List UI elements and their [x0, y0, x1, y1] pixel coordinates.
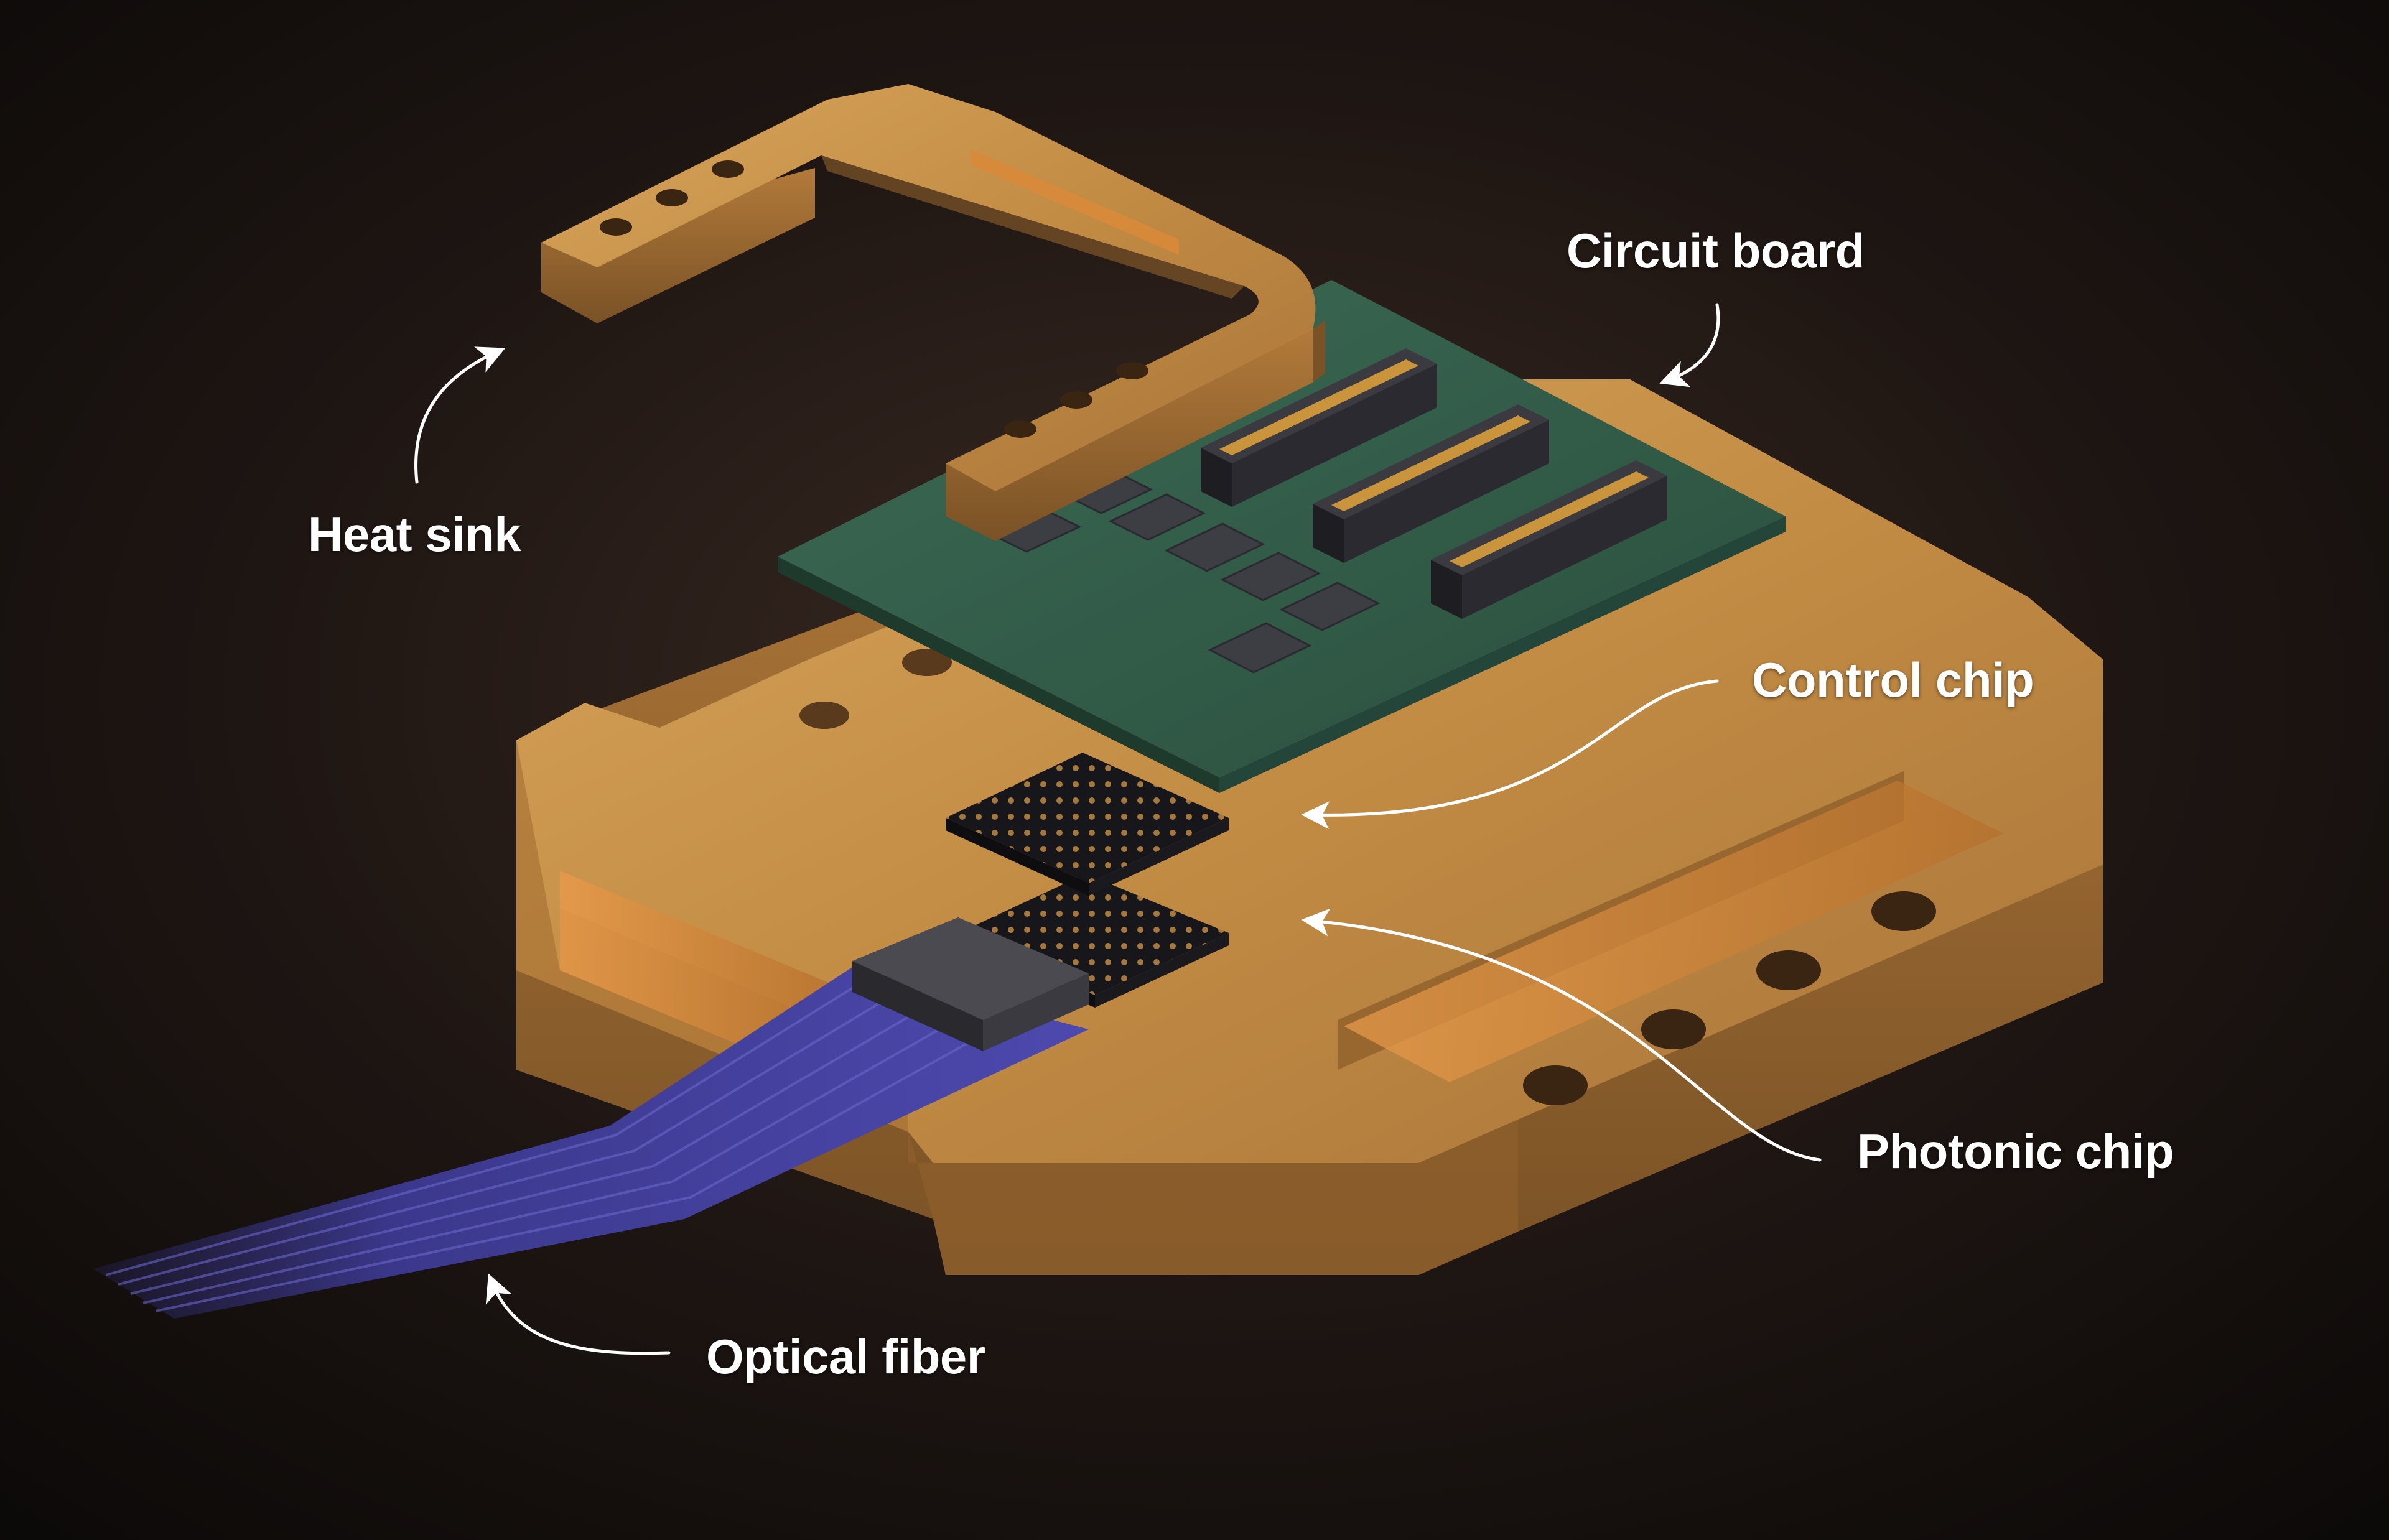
label-circuit-board: Circuit board — [1567, 223, 1865, 278]
circuit-board — [778, 280, 1786, 793]
label-photonic-chip: Photonic chip — [1857, 1124, 2174, 1179]
circuit-board-arrow — [1659, 303, 1720, 387]
photonic-chip-arrow — [1301, 908, 1822, 1162]
optical-fiber — [93, 917, 1089, 1319]
board-components — [990, 473, 1381, 674]
label-control-chip: Control chip — [1752, 652, 2034, 707]
heat-sink-holes — [600, 160, 1148, 438]
board-connectors — [1201, 348, 1667, 619]
mounting-holes — [1523, 891, 1936, 1105]
label-heat-sink: Heat sink — [308, 507, 521, 562]
label-optical-fiber: Optical fiber — [706, 1329, 985, 1384]
heat-sink-arrow — [414, 346, 506, 484]
control-chip — [946, 753, 1229, 896]
control-chip-arrow — [1301, 679, 1719, 830]
heat-sink — [541, 84, 1325, 541]
optical-fiber-arrow — [485, 1273, 671, 1355]
